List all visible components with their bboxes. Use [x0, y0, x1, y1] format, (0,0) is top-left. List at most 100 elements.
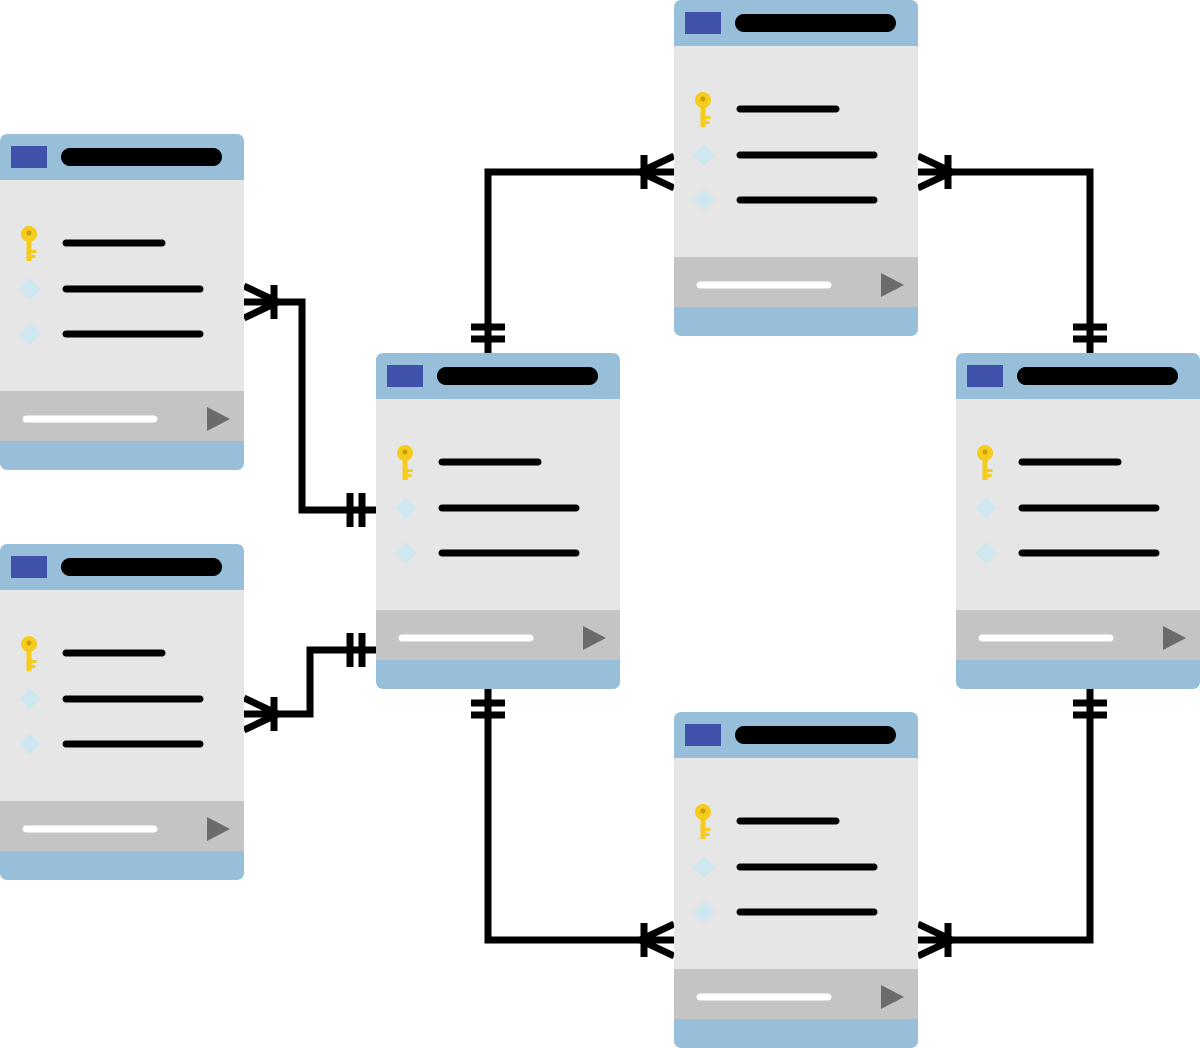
table-title-bar: [735, 726, 896, 744]
connector-line: [484, 168, 674, 353]
table-center[interactable]: [376, 353, 620, 689]
field-row: [695, 92, 840, 127]
key-icon: [21, 226, 37, 261]
field-row: [19, 278, 204, 300]
field-row: [21, 226, 166, 261]
diamond-icon: [19, 688, 41, 710]
key-hole: [26, 640, 32, 646]
diamond-icon: [395, 542, 417, 564]
key-hole: [700, 808, 706, 814]
key-tooth: [705, 121, 710, 124]
diamond-icon: [693, 901, 715, 923]
key-tooth: [31, 660, 37, 663]
relation-center-to-top: [471, 152, 676, 353]
connector-line: [484, 689, 674, 944]
key-tooth: [407, 469, 413, 472]
field-row: [395, 497, 580, 519]
key-hole: [26, 230, 32, 236]
field-row: [975, 542, 1160, 564]
window-tab-icon: [967, 365, 1003, 387]
table-bottom-strip: [0, 441, 244, 470]
diamond-icon: [19, 733, 41, 755]
field-row: [395, 542, 580, 564]
table-title-bar: [735, 14, 896, 32]
table-top[interactable]: [674, 0, 918, 336]
diamond-icon: [19, 278, 41, 300]
window-tab-icon: [685, 724, 721, 746]
key-hole: [402, 449, 408, 455]
play-icon[interactable]: [881, 985, 904, 1009]
field-row: [695, 804, 840, 839]
table-right[interactable]: [956, 353, 1200, 689]
field-row: [21, 636, 166, 671]
connectors-layer: [242, 152, 1107, 960]
play-icon[interactable]: [881, 273, 904, 297]
table-left-top[interactable]: [0, 134, 244, 470]
field-row: [397, 445, 542, 480]
key-icon: [397, 445, 413, 480]
field-row: [977, 445, 1122, 480]
window-tab-icon: [685, 12, 721, 34]
connector-line: [918, 689, 1094, 944]
key-hole: [700, 96, 706, 102]
field-row: [693, 189, 878, 211]
key-tooth: [705, 116, 711, 119]
key-icon: [695, 92, 711, 127]
key-tooth: [31, 255, 36, 258]
table-title-bar: [61, 558, 222, 576]
relation-left-top-to-center: [242, 282, 376, 527]
diamond-icon: [975, 497, 997, 519]
table-left-bottom[interactable]: [0, 544, 244, 880]
field-row: [19, 733, 204, 755]
field-row: [693, 901, 878, 923]
diamond-icon: [693, 144, 715, 166]
table-title-bar: [1017, 367, 1178, 385]
key-tooth: [407, 474, 412, 477]
key-hole: [982, 449, 988, 455]
table-title-bar: [61, 148, 222, 166]
window-tab-icon: [11, 146, 47, 168]
play-icon[interactable]: [1163, 626, 1186, 650]
table-bottom-strip: [674, 1019, 918, 1048]
key-icon: [695, 804, 711, 839]
key-shaft: [700, 107, 706, 127]
relation-left-bottom-to-center: [242, 633, 376, 734]
key-shaft: [402, 460, 408, 480]
field-row: [693, 144, 878, 166]
diamond-icon: [693, 189, 715, 211]
key-tooth: [987, 474, 992, 477]
relation-right-to-bottom: [916, 689, 1107, 960]
relation-right-to-top: [916, 152, 1107, 353]
relation-center-to-bottom: [471, 689, 676, 960]
key-tooth: [705, 828, 711, 831]
diamond-icon: [975, 542, 997, 564]
play-icon[interactable]: [207, 817, 230, 841]
table-title-bar: [437, 367, 598, 385]
window-tab-icon: [11, 556, 47, 578]
field-row: [693, 856, 878, 878]
diamond-icon: [19, 323, 41, 345]
key-tooth: [31, 250, 37, 253]
key-shaft: [26, 241, 32, 261]
table-bottom[interactable]: [674, 712, 918, 1048]
table-bottom-strip: [0, 851, 244, 880]
connector-line: [918, 168, 1094, 353]
field-row: [19, 688, 204, 710]
diamond-icon: [693, 856, 715, 878]
key-shaft: [982, 460, 988, 480]
key-shaft: [26, 651, 32, 671]
key-tooth: [31, 665, 36, 668]
table-bottom-strip: [376, 660, 620, 689]
window-tab-icon: [387, 365, 423, 387]
field-row: [19, 323, 204, 345]
play-icon[interactable]: [583, 626, 606, 650]
connector-line: [244, 298, 376, 514]
table-bottom-strip: [956, 660, 1200, 689]
field-row: [975, 497, 1160, 519]
play-icon[interactable]: [207, 407, 230, 431]
key-shaft: [700, 819, 706, 839]
table-bottom-strip: [674, 307, 918, 336]
